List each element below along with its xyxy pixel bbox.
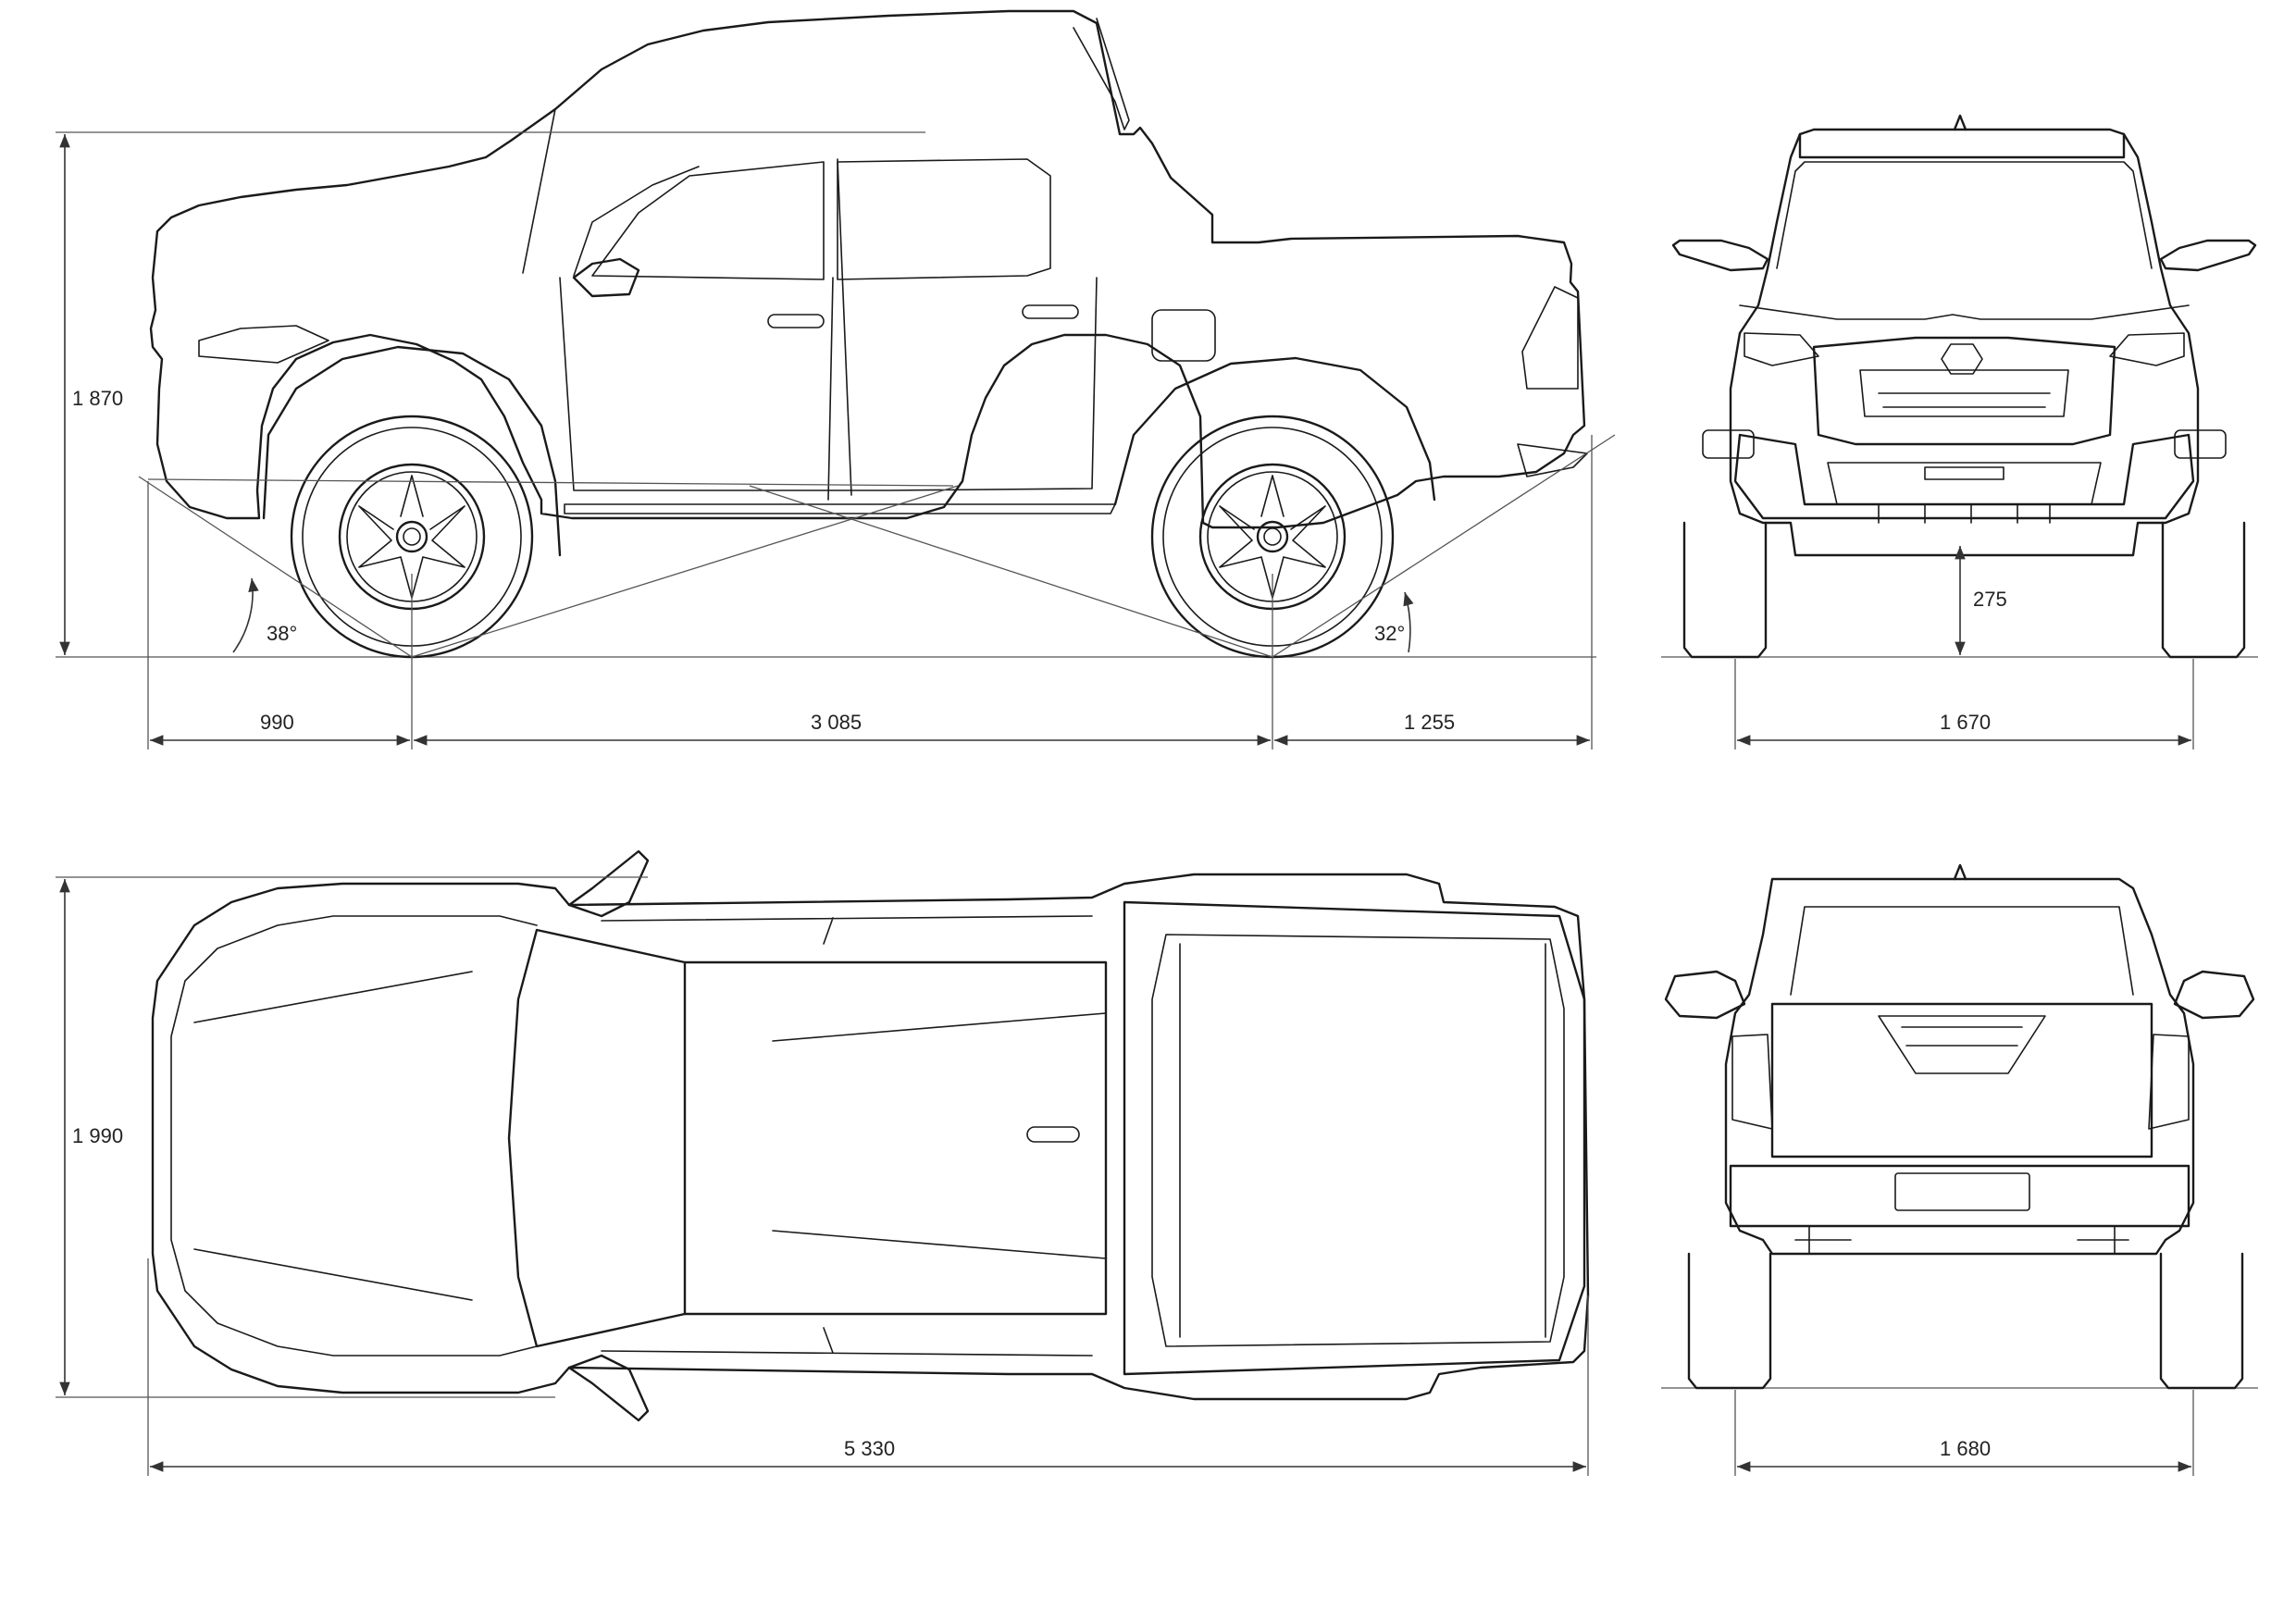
side-front-window xyxy=(591,161,825,280)
top-hood-creases xyxy=(193,971,473,1301)
side-view: 38° 32° 1 870 990 3 085 1 255 xyxy=(56,9,1616,750)
rear-bumper xyxy=(1729,1164,2191,1228)
top-roof-creases xyxy=(772,1012,1107,1259)
rear-tailgate-emblem xyxy=(1878,1015,2046,1074)
rear-antenna xyxy=(1953,863,1967,881)
front-foglight-left xyxy=(1702,429,1755,459)
approach-angle-label: 38° xyxy=(267,622,297,645)
approach-angle-line xyxy=(147,478,954,487)
side-front-handle xyxy=(767,314,825,328)
side-sill xyxy=(564,503,1116,514)
front-mirror-left xyxy=(1671,239,1769,272)
top-bed-inner xyxy=(1151,934,1565,1347)
front-headlight-right xyxy=(2109,332,2185,366)
side-rear-window xyxy=(837,158,1051,280)
rear-track-label: 1 680 xyxy=(1940,1437,1991,1460)
side-mirror xyxy=(572,257,640,298)
side-front-arch xyxy=(262,345,562,557)
top-mirror-right xyxy=(567,1354,650,1422)
side-quarter-window xyxy=(1073,18,1130,130)
front-hood-line xyxy=(1739,304,2190,320)
rear-taillight-right xyxy=(2148,1034,2190,1130)
front-antenna xyxy=(1953,114,1967,131)
side-rear-step xyxy=(1517,443,1588,477)
front-body-outline xyxy=(1729,128,2200,557)
rear-overhang-label: 1 255 xyxy=(1404,711,1455,734)
front-roof-rack xyxy=(1798,132,2126,159)
length-label: 5 330 xyxy=(844,1437,895,1460)
front-emblem xyxy=(1941,343,1983,375)
height-label: 1 870 xyxy=(72,387,123,410)
side-rear-arch xyxy=(1113,356,1436,506)
front-headlight-left xyxy=(1744,332,1819,366)
rear-diffuser xyxy=(1794,1225,2129,1255)
rear-license-plate xyxy=(1894,1172,2030,1211)
departure-arc xyxy=(1403,591,1414,653)
rear-tailgate xyxy=(1770,1002,2153,1158)
top-shark-antenna xyxy=(1026,1126,1080,1143)
top-roof xyxy=(683,960,1108,1316)
rear-window xyxy=(1790,906,2134,996)
width-label: 1 990 xyxy=(72,1124,123,1147)
front-view: 1 670 275 xyxy=(1661,114,2258,750)
rear-tire-right xyxy=(2159,1252,2244,1390)
front-bumper xyxy=(1733,433,2195,520)
front-grille-inner xyxy=(1859,369,2069,417)
top-side-steps xyxy=(601,915,1093,1357)
top-windshield xyxy=(507,928,687,1348)
side-door-lines xyxy=(559,158,1098,501)
top-bed-rails xyxy=(1179,943,1546,1338)
top-bed xyxy=(1123,900,1586,1376)
top-mirror-left xyxy=(567,849,650,918)
side-headlight xyxy=(198,325,329,364)
side-taillight xyxy=(1521,286,1579,390)
side-rear-handle xyxy=(1022,304,1079,319)
wheelbase-label: 3 085 xyxy=(811,711,862,734)
clearance-label: 275 xyxy=(1973,588,2007,611)
rear-body-outline xyxy=(1724,877,2195,1256)
side-windshield xyxy=(522,108,700,277)
front-foglight-right xyxy=(2174,429,2227,459)
front-track-label: 1 670 xyxy=(1940,711,1991,734)
front-mirror-right xyxy=(2159,239,2257,272)
departure-angle-line xyxy=(1272,434,1616,658)
top-hood xyxy=(170,915,538,1357)
approach-arc xyxy=(232,577,259,653)
rear-tire-left xyxy=(1687,1252,1772,1390)
front-grille xyxy=(1812,336,2116,446)
side-fuel-cap xyxy=(1151,309,1216,362)
rear-mirror-left xyxy=(1664,970,1746,1020)
front-overhang-label: 990 xyxy=(260,711,294,734)
front-windshield xyxy=(1776,161,2153,269)
top-view: 1 990 5 330 xyxy=(56,849,1590,1476)
front-tire-left xyxy=(1682,521,1768,659)
rear-view: 1 680 xyxy=(1661,863,2258,1476)
side-body-outline xyxy=(149,9,1586,529)
top-body-outline xyxy=(151,873,1590,1401)
rear-taillight-left xyxy=(1731,1034,1773,1130)
rear-mirror-right xyxy=(2173,970,2255,1020)
front-skidplate xyxy=(1827,462,2102,524)
front-tire-right xyxy=(2161,521,2246,659)
departure-angle-label: 32° xyxy=(1374,622,1405,645)
